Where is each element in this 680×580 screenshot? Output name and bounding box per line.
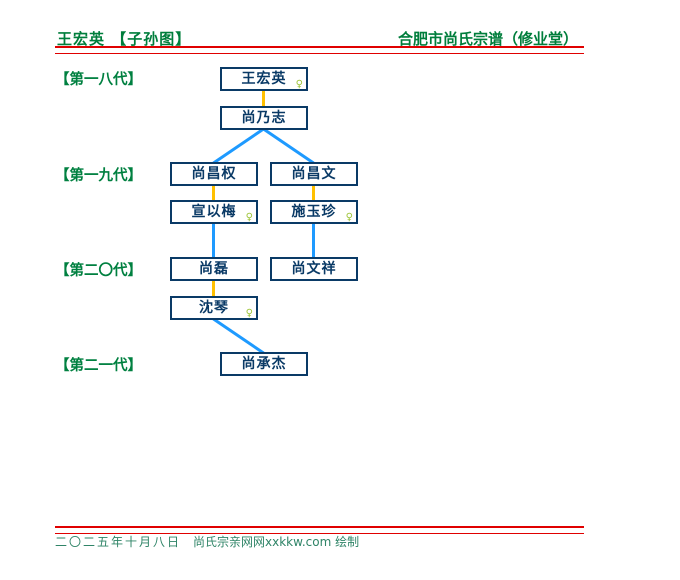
generation-label-20: 【第二〇代】	[55, 263, 142, 279]
chart-type-label: 【子孙图】	[111, 30, 192, 48]
generation-label-18: 【第一八代】	[55, 72, 142, 88]
footer-credit: 尚氏宗亲网网xxkkw.com 绘制	[193, 535, 360, 549]
person-name: 尚磊	[199, 261, 229, 277]
female-icon: ♀	[345, 212, 353, 223]
female-icon: ♀	[245, 308, 253, 319]
person-box-shanglei[interactable]: 尚磊	[170, 257, 258, 281]
female-icon: ♀	[295, 79, 303, 90]
footer-divider	[55, 526, 584, 534]
genealogy-book-title: 合肥市尚氏宗谱（修业堂）	[398, 30, 579, 48]
person-box-shiyuzhen[interactable]: 施玉珍 ♀	[270, 200, 358, 224]
person-name: 施玉珍	[291, 204, 337, 220]
person-box-shangchangquan[interactable]: 尚昌权	[170, 162, 258, 186]
person-name: 尚承杰	[241, 356, 287, 372]
generation-label-21: 【第二一代】	[55, 358, 142, 374]
person-box-xuanyimei[interactable]: 宣以梅 ♀	[170, 200, 258, 224]
header-divider	[55, 46, 584, 54]
person-box-shangchengjie[interactable]: 尚承杰	[220, 352, 308, 376]
person-name: 王宏英	[241, 71, 287, 87]
page-title: 王宏英 【子孙图】	[57, 28, 191, 49]
person-name: 尚昌权	[191, 166, 237, 182]
person-box-shangwenxiang[interactable]: 尚文祥	[270, 257, 358, 281]
child-line	[262, 127, 315, 165]
person-name: 沈琴	[199, 300, 229, 316]
person-name: 尚昌文	[291, 166, 337, 182]
person-name: 宣以梅	[191, 204, 237, 220]
child-line	[212, 317, 265, 355]
child-line	[212, 127, 265, 165]
female-icon: ♀	[245, 212, 253, 223]
footer-date: 二〇二五年十月八日	[55, 535, 182, 549]
person-box-shenqin[interactable]: 沈琴 ♀	[170, 296, 258, 320]
person-box-shangnaizhi[interactable]: 尚乃志	[220, 106, 308, 130]
person-box-wanghongying[interactable]: 王宏英 ♀	[220, 67, 308, 91]
person-name: 尚乃志	[241, 110, 287, 126]
generation-label-19: 【第一九代】	[55, 168, 142, 184]
root-person-name: 王宏英	[57, 30, 106, 48]
person-box-shangchangwen[interactable]: 尚昌文	[270, 162, 358, 186]
person-name: 尚文祥	[291, 261, 337, 277]
